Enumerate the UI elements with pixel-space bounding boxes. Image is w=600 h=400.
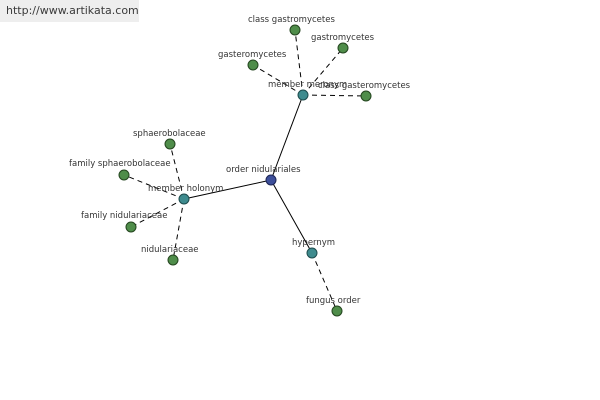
label-gastromycetes[interactable]: gastromycetes [311, 33, 375, 43]
edge-holonym-sphaerobolaceae [169, 143, 185, 200]
edge-holonym-nidulariaceae [172, 198, 185, 261]
label-order-nidulariales[interactable]: order nidulariales [226, 165, 301, 175]
edge-root-holonym [183, 179, 272, 200]
node-hypernym[interactable] [306, 247, 318, 259]
label-family-sphaerobolaceae[interactable]: family sphaerobolaceae [69, 159, 171, 169]
edge-meronym-gasteromycetes [252, 64, 304, 96]
node-gastromycetes[interactable] [337, 42, 349, 54]
node-class-gastromycetes[interactable] [289, 24, 301, 36]
label-nidulariaceae[interactable]: nidulariaceae [141, 245, 199, 255]
edge-holonym-family-sphaerobolaceae [123, 174, 185, 200]
node-nidulariaceae[interactable] [167, 254, 179, 266]
artikata-watermark[interactable]: http://www.artikata.com [0, 0, 139, 22]
label-family-nidulariaceae[interactable]: family nidulariaceae [81, 211, 167, 221]
node-class-gasteromycetes[interactable] [360, 90, 372, 102]
label-class-gastromycetes[interactable]: class gastromycetes [248, 15, 335, 25]
label-gasteromycetes[interactable]: gasteromycetes [218, 50, 287, 60]
label-class-gasteromycetes[interactable]: class gasteromycetes [318, 81, 411, 91]
edge-root-meronym [270, 94, 304, 181]
node-order-nidulariales[interactable] [265, 174, 277, 186]
node-fungus-order[interactable] [331, 305, 343, 317]
node-family-nidulariaceae[interactable] [125, 221, 137, 233]
edge-holonym-family-nidulariaceae [130, 198, 185, 228]
node-member-meronym[interactable] [297, 89, 309, 101]
edge-meronym-class-gastromycetes [294, 29, 304, 96]
edge-meronym-class-gasteromycetes [302, 94, 367, 97]
node-member-holonym[interactable] [178, 193, 190, 205]
label-member-meronym[interactable]: member meronym [268, 80, 347, 90]
edge-hypernym-fungus-order [311, 252, 338, 312]
edge-meronym-gastromycetes [302, 47, 344, 96]
edge-root-hypernym [270, 179, 313, 254]
node-gasteromycetes[interactable] [247, 59, 259, 71]
node-sphaerobolaceae[interactable] [164, 138, 176, 150]
label-sphaerobolaceae[interactable]: sphaerobolaceae [133, 129, 206, 139]
label-fungus-order[interactable]: fungus order [306, 296, 361, 306]
label-member-holonym[interactable]: member holonym [148, 184, 223, 194]
node-family-sphaerobolaceae[interactable] [118, 169, 130, 181]
label-hypernym[interactable]: hypernym [292, 238, 335, 248]
